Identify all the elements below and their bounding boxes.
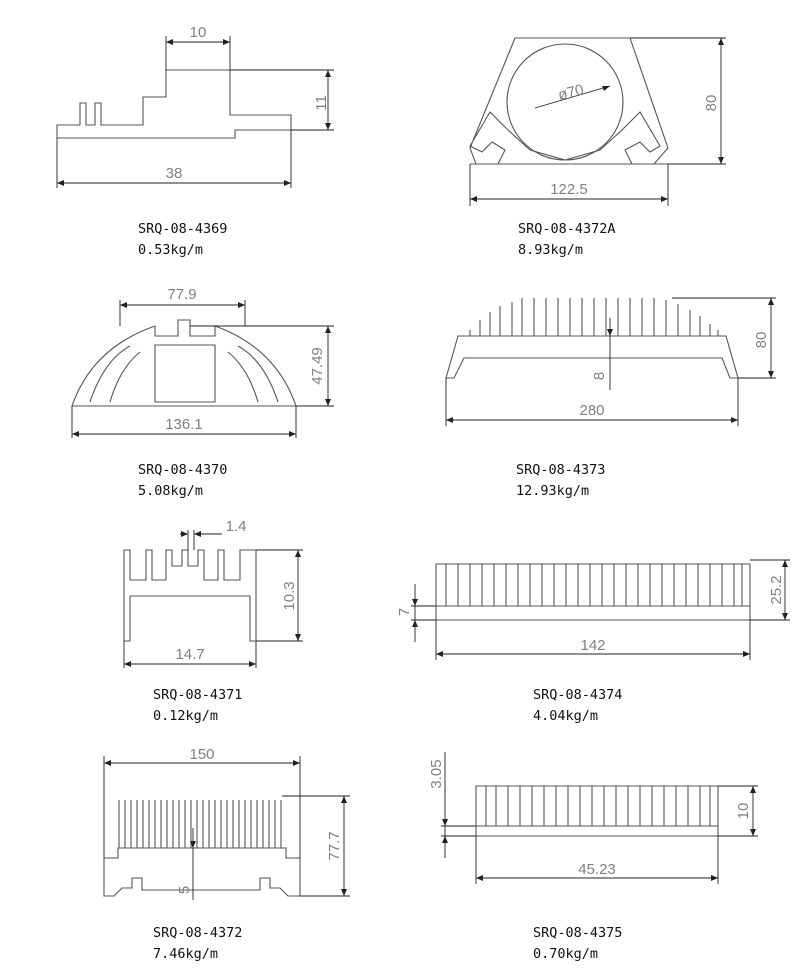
profile-weight: 0.53kg/m: [138, 242, 203, 258]
profile-weight: 7.46kg/m: [153, 946, 218, 962]
dim-label: 77.9: [167, 286, 196, 303]
profile-code: SRQ-08-4375: [533, 925, 622, 941]
profile-code: SRQ-08-4372: [153, 925, 242, 941]
profile-weight: 0.12kg/m: [153, 708, 218, 724]
dim-label: 8: [591, 372, 608, 380]
dim-label: 25.2: [768, 575, 785, 604]
profile-weight: 12.93kg/m: [516, 483, 589, 499]
dim-label: 80: [703, 95, 720, 112]
dim-label: 80: [753, 332, 770, 349]
dim-label: 10.3: [281, 581, 298, 610]
profile-weight: 5.08kg/m: [138, 483, 203, 499]
dim-label: 150: [189, 746, 214, 763]
dim-label: 136.1: [165, 416, 203, 433]
profile-weight: 8.93kg/m: [518, 242, 583, 258]
profile-srq-08-4372a: ø70 80 122.5: [469, 37, 726, 206]
profile-srq-08-4370: 77.9 47.49 136.1: [71, 286, 334, 438]
dim-label: 10: [735, 803, 752, 820]
profile-weight: 0.70kg/m: [533, 946, 598, 962]
profile-code: SRQ-08-4374: [533, 687, 622, 703]
dim-label: 77.7: [326, 831, 343, 860]
profile-srq-08-4373: 80 8 280: [445, 297, 776, 426]
profile-srq-08-4372: 150 77.7 5: [103, 746, 350, 900]
dim-label: 47.49: [309, 347, 326, 385]
profile-srq-08-4369: 10 11 38: [56, 24, 334, 188]
dim-label: 38: [166, 165, 183, 182]
dim-label: 10: [190, 24, 207, 41]
dim-label: 5: [176, 886, 193, 894]
dim-label: 7: [396, 608, 413, 616]
profile-srq-08-4374: 7 25.2 142: [396, 559, 790, 660]
profile-code: SRQ-08-4371: [153, 687, 242, 703]
profile-srq-08-4371: 1.4 10.3 14.7: [123, 518, 303, 668]
dim-label: 45.23: [578, 861, 616, 878]
profile-srq-08-4375: 3.05 10 45.23: [428, 752, 758, 884]
profile-code: SRQ-08-4369: [138, 221, 227, 237]
dim-label: 14.7: [175, 646, 204, 663]
dim-label: 122.5: [550, 181, 588, 198]
profile-code: SRQ-08-4370: [138, 462, 227, 478]
profile-code: SRQ-08-4373: [516, 462, 605, 478]
dim-label: 3.05: [428, 759, 445, 788]
dim-label: 11: [313, 95, 330, 111]
dim-label: 280: [579, 402, 604, 419]
profile-weight: 4.04kg/m: [533, 708, 598, 724]
dim-label: ø70: [556, 81, 585, 104]
dim-label: 142: [580, 637, 605, 654]
dim-label: 1.4: [226, 518, 247, 535]
profile-code: SRQ-08-4372A: [518, 221, 616, 237]
